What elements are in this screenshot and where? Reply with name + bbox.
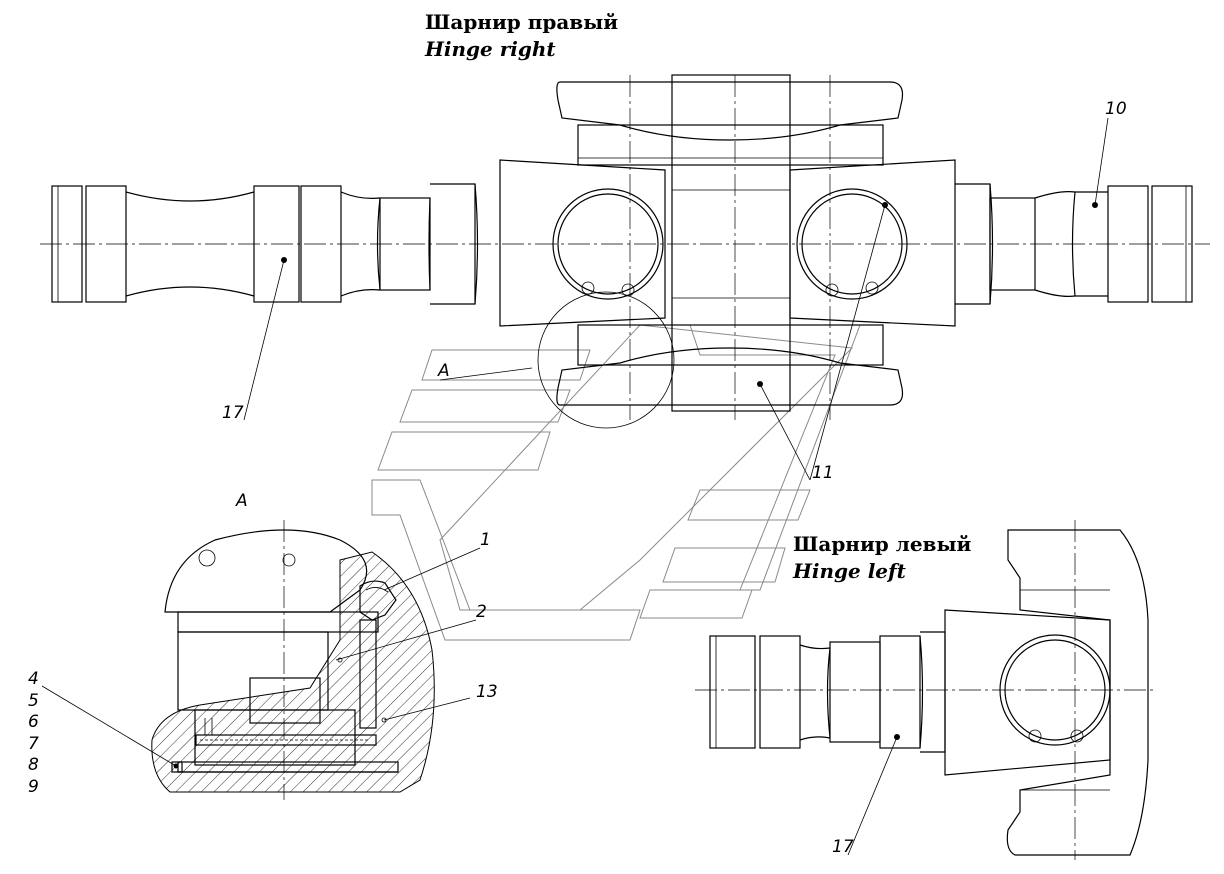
title-right-ru: Шарнир правый: [425, 10, 618, 34]
callout-13: 13: [476, 682, 498, 702]
detail-title-a: A: [235, 491, 248, 511]
leader-lines: [41, 117, 1109, 856]
title-left-en: Hinge left: [792, 559, 907, 583]
title-right-en: Hinge right: [424, 37, 556, 61]
callout-9: 9: [28, 777, 39, 797]
view-ref-a: A: [437, 361, 450, 381]
right-hinge-view: [40, 74, 1210, 429]
callout-6: 6: [28, 712, 39, 732]
detail-a-section: [151, 520, 435, 800]
callout-17-right: 17: [222, 403, 244, 423]
callout-11: 11: [812, 463, 834, 483]
callout-1: 1: [480, 530, 491, 550]
title-left-ru: Шарнир левый: [793, 532, 971, 556]
left-hinge-view: [695, 520, 1155, 860]
callout-2: 2: [476, 602, 487, 622]
callout-7: 7: [28, 734, 39, 754]
callout-8: 8: [28, 755, 39, 775]
callout-17-left: 17: [832, 837, 854, 857]
callout-4: 4: [28, 669, 39, 689]
callout-10: 10: [1105, 99, 1127, 119]
callout-5: 5: [28, 691, 39, 711]
